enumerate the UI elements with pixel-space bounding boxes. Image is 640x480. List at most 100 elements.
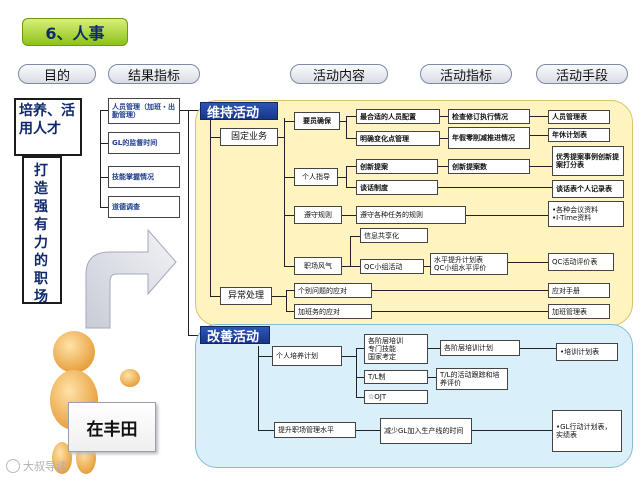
connector	[424, 266, 430, 267]
connector	[346, 187, 356, 188]
connector	[350, 236, 360, 237]
personal-indicator: 各阶层培训计划	[440, 340, 520, 356]
staff-indicator: 检查修订执行情况	[448, 109, 530, 124]
staff-indicator: 年假零削减推进情况	[448, 127, 530, 149]
section-improve: 改善活动	[200, 326, 270, 345]
watermark-logo-icon	[6, 459, 20, 473]
connector	[356, 348, 364, 349]
personal-item: T/L制	[364, 370, 428, 384]
connector	[284, 266, 294, 267]
abnormal-handling: 异常处理	[220, 287, 272, 305]
guide-means: 优秀提案事例创新提案打分表	[552, 146, 624, 176]
staff-means: 人员管理表	[548, 110, 610, 124]
connector	[342, 356, 356, 357]
rules-means: •各种会议资料 •I-Time资料	[548, 201, 624, 227]
connector	[530, 166, 552, 167]
connector	[342, 266, 350, 267]
connector	[356, 377, 364, 378]
connector	[180, 110, 200, 111]
guide-item: 谈话制度	[356, 180, 438, 195]
abnormal-item: 加班务的应对	[294, 304, 372, 319]
connector	[466, 215, 548, 216]
culture-item: QC小组活动	[360, 259, 424, 274]
connector	[346, 166, 356, 167]
culture-indicator: 水平提升计划表 QC小组水平评价	[430, 253, 508, 275]
connector	[278, 137, 284, 138]
mgmt-item: 减少GL加入生产线的时间	[380, 418, 472, 444]
connector	[100, 110, 108, 111]
rules-item: 遵守各种任务的规则	[356, 206, 466, 224]
header-purpose: 目的	[18, 64, 96, 84]
connector	[346, 166, 347, 188]
connector	[530, 116, 548, 117]
connector	[372, 290, 548, 291]
connector	[286, 311, 294, 312]
staff-item: 明确变化点管理	[356, 131, 440, 146]
connector	[350, 266, 360, 267]
connector	[342, 215, 356, 216]
sign-text: 在丰田	[86, 419, 138, 440]
purpose-sub: 打造强有力的职场	[22, 156, 62, 305]
connector	[210, 120, 211, 296]
follow-rules: 遵守规则	[294, 206, 342, 224]
result-item: 道德调查	[108, 196, 180, 218]
connector	[258, 430, 274, 431]
staff-secure: 要员确保	[294, 112, 340, 130]
header-content: 活动内容	[290, 64, 388, 84]
guide-means: 谈话表个人记录表	[552, 180, 624, 198]
abnormal-means: 应对手册	[548, 283, 610, 298]
connector	[100, 110, 101, 208]
connector	[438, 166, 448, 167]
abnormal-means: 加班管理表	[548, 304, 610, 319]
personal-item: 各阶层培训 专门技能 国家考定	[364, 334, 428, 364]
connector	[440, 138, 448, 139]
connector	[520, 348, 556, 349]
connector	[508, 262, 548, 263]
result-item: GL的监督时间	[108, 132, 180, 154]
connector	[210, 137, 220, 138]
personal-item: ☆OJT	[364, 390, 428, 404]
culture-item: 信息共享化	[360, 228, 428, 243]
connector	[284, 118, 285, 266]
abnormal-item: 个别问题的应对	[294, 283, 372, 298]
connector	[100, 207, 108, 208]
connector	[356, 430, 380, 431]
mgmt-means: •GL行动计划表，实绩表	[552, 410, 622, 452]
connector	[272, 296, 286, 297]
watermark: 大叔导读	[6, 458, 67, 474]
fixed-work: 固定业务	[220, 128, 278, 146]
staff-item: 最合适的人员配置	[356, 109, 440, 124]
connector	[438, 187, 552, 188]
guide-indicator: 创新提案数	[448, 159, 530, 174]
connector	[100, 143, 108, 144]
connector	[188, 335, 200, 336]
guide-item: 创新提案	[356, 159, 438, 174]
result-item: 技能掌握情况	[108, 166, 180, 188]
connector	[258, 356, 272, 357]
connector	[356, 397, 364, 398]
connector	[100, 177, 108, 178]
connector	[428, 377, 436, 378]
up-arrow-icon	[85, 228, 177, 329]
purpose-main: 培养、活用人才	[14, 98, 82, 156]
personal-plan: 个人培养计划	[272, 346, 342, 366]
connector	[284, 177, 294, 178]
mgmt-level: 提升职场管理水平	[274, 422, 356, 438]
header-indicator: 活动指标	[420, 64, 512, 84]
connector	[346, 138, 356, 139]
connector	[340, 121, 346, 122]
connector	[258, 346, 259, 430]
workplace-culture: 职场风气	[294, 257, 342, 275]
culture-means: QC活动评价表	[548, 253, 614, 271]
connector	[530, 135, 548, 136]
result-item: 人员管理（加班・出勤管理）	[108, 98, 180, 124]
connector	[350, 236, 351, 267]
personal-means: •培训计划表	[556, 343, 618, 361]
connector	[286, 290, 287, 312]
personal-guide: 个人指导	[294, 168, 338, 186]
connector	[286, 290, 294, 291]
connector	[440, 116, 448, 117]
header-result: 结果指标	[108, 64, 200, 84]
staff-means: 年休计划表	[548, 128, 610, 142]
connector	[284, 121, 294, 122]
